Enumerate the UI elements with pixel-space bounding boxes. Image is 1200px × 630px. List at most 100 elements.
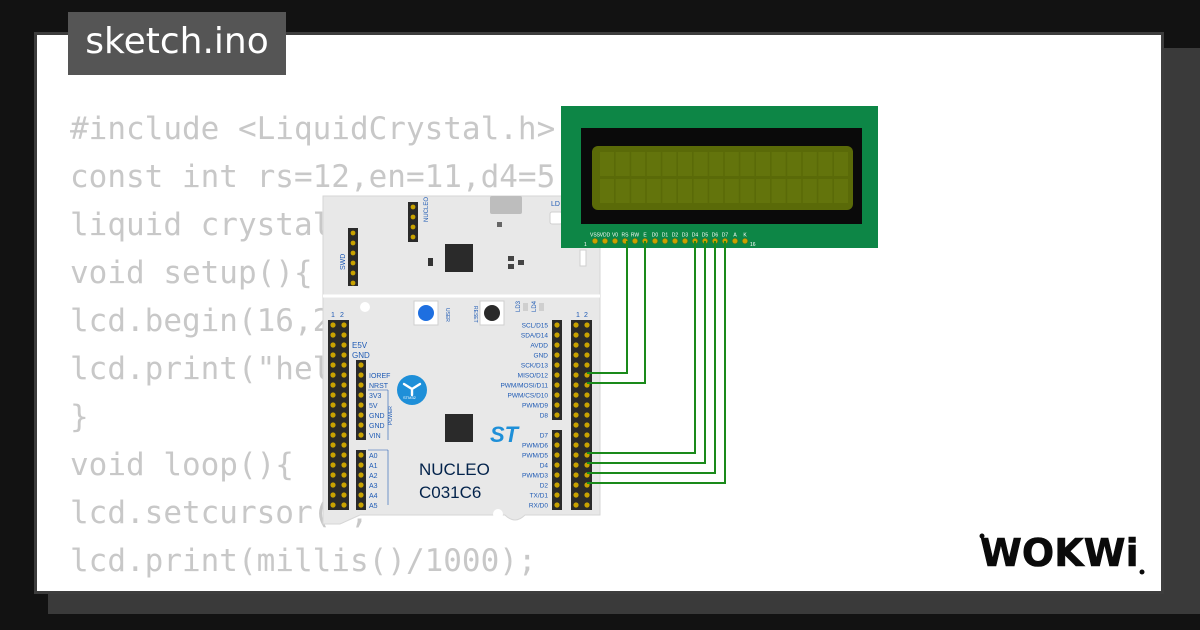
lcd-pin[interactable] [632,238,638,244]
wires[interactable] [587,241,726,484]
header-pin[interactable] [573,462,579,468]
header-pin[interactable] [554,452,560,458]
header-pin[interactable] [341,432,347,438]
header-pin[interactable] [573,442,579,448]
header-pin[interactable] [330,362,336,368]
header-pin[interactable] [358,452,364,458]
header-pin[interactable] [358,362,364,368]
header-pin[interactable] [358,472,364,478]
header-pin[interactable] [330,442,336,448]
header-pin[interactable] [358,462,364,468]
header-pin[interactable] [573,352,579,358]
header-pin[interactable] [330,502,336,508]
wire-d4-d5[interactable] [587,241,696,454]
header-pin[interactable] [573,412,579,418]
header-pin[interactable] [330,472,336,478]
wire-d6-d3[interactable] [587,241,716,474]
header-pin[interactable] [358,382,364,388]
lcd-pin[interactable] [732,238,738,244]
header-pin[interactable] [358,412,364,418]
header-pin[interactable] [358,372,364,378]
header-pin[interactable] [554,382,560,388]
header-pin[interactable] [554,402,560,408]
header-pin[interactable] [554,492,560,498]
header-pin[interactable] [554,462,560,468]
header-pin[interactable] [330,412,336,418]
header-pin[interactable] [341,412,347,418]
lcd-pin[interactable] [592,238,598,244]
header-pin[interactable] [554,472,560,478]
header-pin[interactable] [573,372,579,378]
header-pin[interactable] [358,422,364,428]
header-pin[interactable] [341,322,347,328]
header-pin[interactable] [573,452,579,458]
header-pin[interactable] [341,452,347,458]
lcd-pin[interactable] [682,238,688,244]
header-pin[interactable] [330,352,336,358]
lcd-pin[interactable] [662,238,668,244]
header-pin[interactable] [573,402,579,408]
header-pin[interactable] [573,482,579,488]
wire-e-d11[interactable] [587,241,646,384]
header-pin[interactable] [584,392,590,398]
header-pin[interactable] [554,322,560,328]
header-pin[interactable] [330,332,336,338]
header-pin[interactable] [330,382,336,388]
lcd-pin[interactable] [612,238,618,244]
header-pin[interactable] [584,342,590,348]
header-pin[interactable] [584,432,590,438]
header-pin[interactable] [584,502,590,508]
header-pin[interactable] [341,502,347,508]
header-pin[interactable] [554,372,560,378]
header-pin[interactable] [358,432,364,438]
header-pin[interactable] [554,342,560,348]
header-pin[interactable] [330,492,336,498]
header-pin[interactable] [341,472,347,478]
header-pin[interactable] [341,352,347,358]
header-pin[interactable] [584,422,590,428]
header-pin[interactable] [341,422,347,428]
header-pin[interactable] [554,362,560,368]
header-pin[interactable] [573,432,579,438]
header-pin[interactable] [358,492,364,498]
user-button[interactable] [418,305,434,321]
header-pin[interactable] [341,442,347,448]
header-pin[interactable] [341,362,347,368]
header-pin[interactable] [341,402,347,408]
wire-d7-d2[interactable] [587,241,726,484]
header-pin[interactable] [341,462,347,468]
header-pin[interactable] [341,332,347,338]
header-pin[interactable] [341,392,347,398]
header-pin[interactable] [330,392,336,398]
header-pin[interactable] [584,322,590,328]
header-pin[interactable] [330,322,336,328]
header-pin[interactable] [584,492,590,498]
header-pin[interactable] [584,352,590,358]
header-pin[interactable] [358,402,364,408]
header-pin[interactable] [330,482,336,488]
header-pin[interactable] [584,362,590,368]
header-pin[interactable] [554,332,560,338]
header-pin[interactable] [341,482,347,488]
lcd-pin[interactable] [652,238,658,244]
header-pin[interactable] [341,342,347,348]
header-pin[interactable] [573,332,579,338]
header-pin[interactable] [554,482,560,488]
reset-button[interactable] [484,305,500,321]
header-pin[interactable] [358,502,364,508]
header-pin[interactable] [554,392,560,398]
header-pin[interactable] [330,432,336,438]
header-pin[interactable] [330,452,336,458]
header-pin[interactable] [358,392,364,398]
header-pin[interactable] [330,462,336,468]
wire-rs-d12[interactable] [587,241,628,374]
header-pin[interactable] [330,402,336,408]
header-pin[interactable] [341,492,347,498]
header-pin[interactable] [554,502,560,508]
header-pin[interactable] [573,392,579,398]
header-pin[interactable] [573,342,579,348]
header-pin[interactable] [573,362,579,368]
header-pin[interactable] [573,492,579,498]
nucleo-board[interactable]: NUCLEO SWD LD 1 2 1 2 E5V GND IOREFNRST3… [322,195,601,525]
